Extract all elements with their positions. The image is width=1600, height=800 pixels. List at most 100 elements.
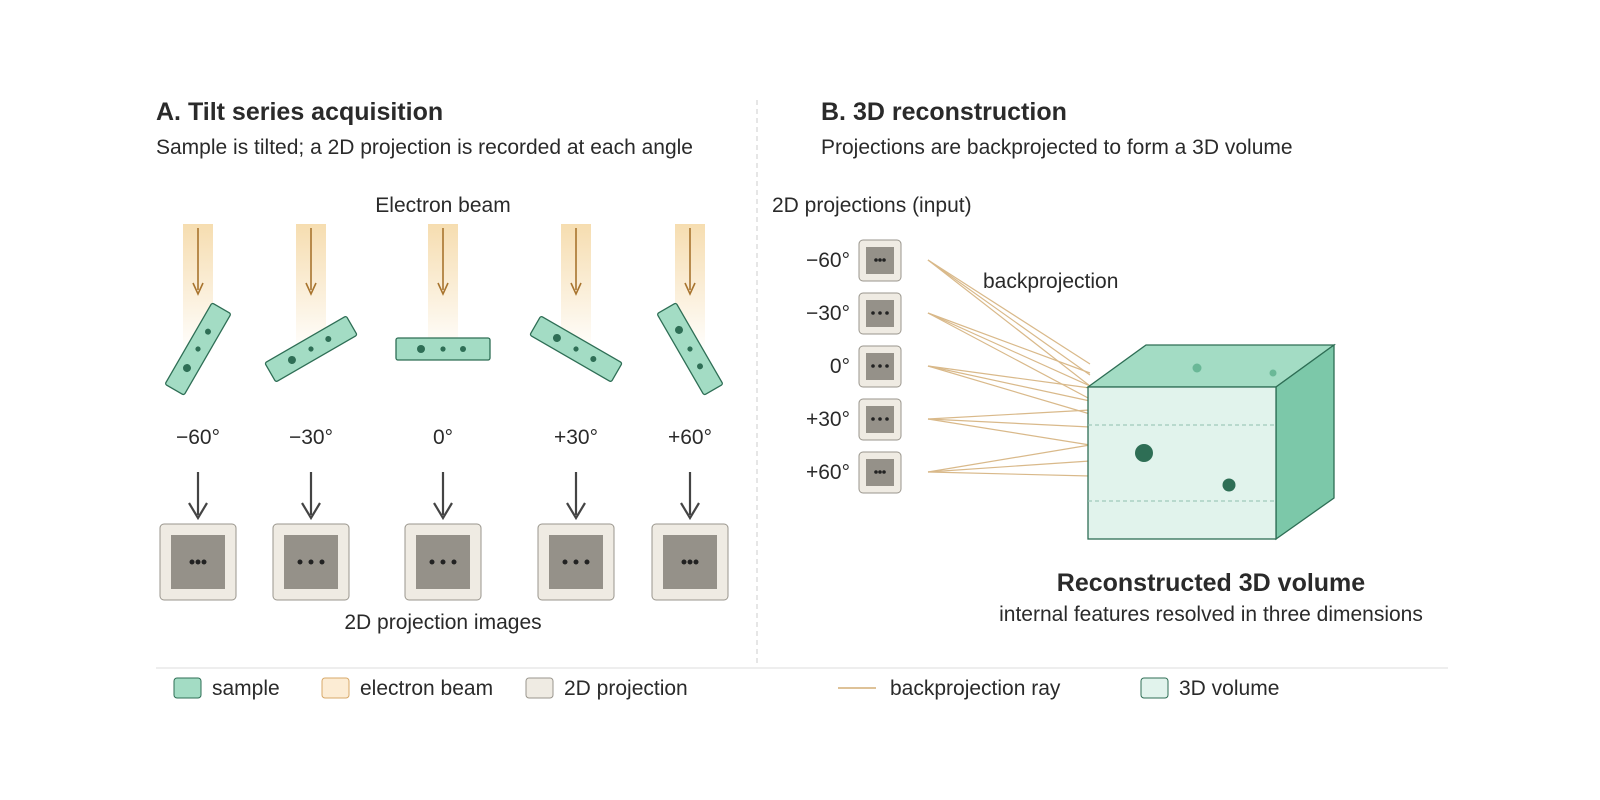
backprojection-ray	[927, 312, 1091, 400]
volume-feature-top	[1192, 363, 1202, 373]
volume-feature	[1135, 444, 1153, 462]
backprojection-ray	[927, 418, 1091, 446]
projection-dot	[297, 559, 303, 565]
backprojection-ray	[927, 365, 1091, 402]
projection-dot	[451, 559, 457, 565]
input-projection: −60°	[806, 239, 902, 282]
projection-dot	[693, 559, 699, 565]
sample-feature	[552, 334, 561, 342]
sample-feature	[417, 345, 425, 353]
panel-a-title: A. Tilt series acquisition	[156, 98, 444, 126]
input-projection-dot	[885, 417, 889, 421]
projection-arrow-head	[301, 502, 321, 521]
input-projection-dot	[882, 470, 886, 474]
input-projection-dot	[878, 258, 882, 262]
backprojection-ray	[927, 259, 1091, 376]
projection-dot	[319, 559, 325, 565]
tilt-column: −60°	[159, 224, 237, 601]
tilt-column: +60°	[651, 224, 729, 601]
projection-dot	[189, 559, 195, 565]
sample-feature	[287, 356, 296, 364]
input-projection-dot	[874, 470, 878, 474]
input-projection-dot	[874, 258, 878, 262]
input-projection-dot	[885, 311, 889, 315]
sample-feature	[205, 328, 211, 335]
backprojection-ray	[927, 259, 1091, 365]
input-angle-label: −60°	[806, 249, 850, 272]
backprojection-ray	[927, 312, 1091, 374]
legend-label: 2D projection	[564, 677, 688, 700]
backprojection-ray	[927, 365, 1091, 389]
projection-dot	[687, 559, 693, 565]
projection-arrow-head	[188, 502, 208, 521]
backprojection-ray	[927, 471, 1091, 477]
projection-dot	[195, 559, 201, 565]
volume-subtitle: internal features resolved in three dime…	[999, 603, 1423, 626]
input-projection-dot	[871, 364, 875, 368]
backprojection-label: backprojection	[983, 270, 1118, 293]
projection-dot	[584, 559, 590, 565]
backprojection-ray	[927, 418, 1091, 428]
sample-feature	[573, 346, 579, 352]
input-projection-dot	[871, 417, 875, 421]
projection-dot	[562, 559, 568, 565]
projection-dot	[201, 559, 207, 565]
input-projection-dot	[882, 258, 886, 262]
sample-slab	[395, 337, 491, 361]
sample-slab	[529, 316, 623, 382]
sample-feature	[697, 363, 703, 370]
sample-feature	[308, 346, 314, 352]
tilt-column: 0°	[395, 224, 491, 601]
input-angle-label: 0°	[830, 355, 850, 378]
input-projection-dot	[871, 311, 875, 315]
tilt-angle-label: +60°	[668, 426, 712, 449]
projection-dot	[573, 559, 579, 565]
input-projections-label: 2D projections (input)	[772, 194, 972, 217]
volume-feature	[1222, 478, 1236, 492]
legend-label: 3D volume	[1179, 677, 1279, 700]
projection-dot	[429, 559, 435, 565]
input-angle-label: +60°	[806, 461, 850, 484]
projection-arrow-head	[566, 502, 586, 521]
input-angle-label: +30°	[806, 408, 850, 431]
backprojection-ray	[927, 460, 1091, 473]
panel-b-title: B. 3D reconstruction	[821, 98, 1067, 126]
legend-swatch-volume	[1140, 677, 1169, 699]
input-projection-dot	[878, 470, 882, 474]
input-projection-dot	[878, 311, 882, 315]
legend-label: backprojection ray	[890, 677, 1061, 700]
backprojection-ray	[927, 444, 1091, 473]
sample-feature	[460, 346, 466, 352]
tilt-column: +30°	[529, 224, 623, 601]
sample-slab	[165, 302, 231, 396]
sample-feature	[675, 325, 683, 334]
input-projection: 0°	[830, 345, 902, 388]
tilt-angle-label: −30°	[289, 426, 333, 449]
input-projection: −30°	[806, 292, 902, 335]
projection-arrow-head	[680, 502, 700, 521]
sample-feature	[195, 346, 201, 352]
projection-arrow-head	[433, 502, 453, 521]
input-angle-label: −30°	[806, 302, 850, 325]
volume-front-face	[1087, 386, 1277, 540]
volume-feature-top	[1269, 369, 1277, 377]
backprojection-ray	[927, 365, 1091, 415]
input-projection: +60°	[806, 451, 902, 494]
reconstructed-volume	[1085, 343, 1337, 541]
electron-beam-label: Electron beam	[375, 194, 510, 217]
tilt-angle-label: 0°	[433, 426, 453, 449]
beam-arrow-head	[437, 282, 449, 296]
sample-feature	[590, 356, 597, 362]
backprojection-ray	[927, 312, 1091, 387]
beam-arrow-head	[570, 282, 582, 296]
legend-swatch-sample	[173, 677, 202, 699]
panel-a-subtitle: Sample is tilted; a 2D projection is rec…	[156, 136, 693, 159]
backprojection-ray	[927, 409, 1091, 420]
projection-images-label: 2D projection images	[344, 611, 541, 634]
beam-arrow-head	[192, 282, 204, 296]
backprojection-ray	[927, 259, 1091, 387]
projection-dot	[440, 559, 446, 565]
sample-slab	[657, 302, 723, 396]
